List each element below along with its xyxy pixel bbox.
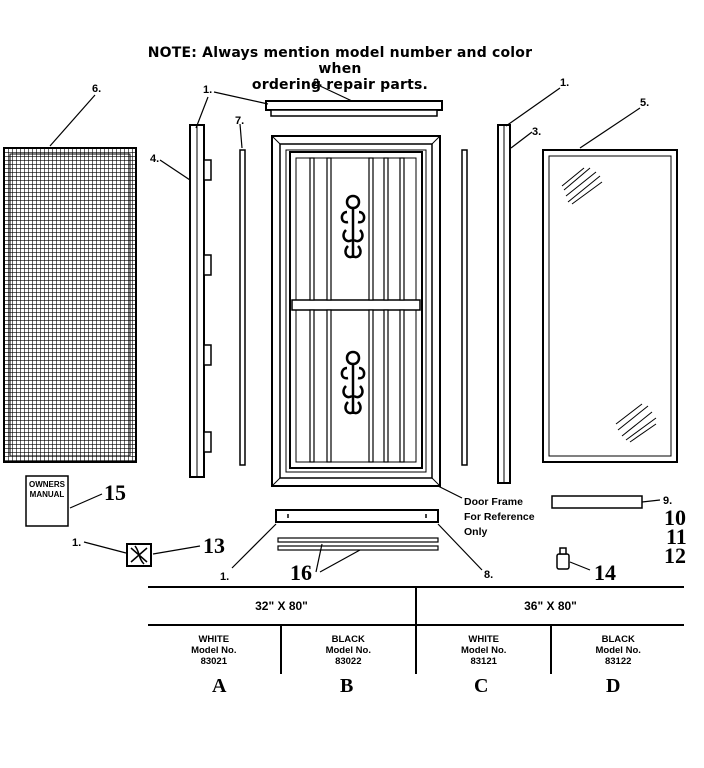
- door-sweep: [277, 537, 439, 551]
- leader-3: [510, 131, 533, 149]
- hinge-rail: [189, 124, 212, 478]
- callout-5: 5.: [640, 97, 649, 109]
- leader-1c: [231, 523, 277, 569]
- callout-1-top-left: 1.: [203, 84, 212, 96]
- model-c-label: Model No.: [461, 644, 507, 656]
- leader-15: [69, 493, 103, 509]
- screen-panel: [3, 147, 137, 463]
- latch-rail: [497, 124, 511, 484]
- owners-manual: [25, 475, 69, 527]
- callout-3: 3.: [532, 126, 541, 138]
- callout-13: 13: [203, 533, 225, 558]
- manual-line-1: OWNERS: [29, 480, 66, 489]
- leader-1a: [195, 96, 209, 129]
- model-b-label: Model No.: [325, 644, 371, 656]
- callout-1-top-right: 1.: [560, 77, 569, 89]
- callout-4: 4.: [150, 153, 159, 165]
- leader-8: [437, 523, 483, 571]
- note-text: NOTE: Always mention model number and co…: [130, 45, 550, 93]
- scroll-ornament-top: [340, 194, 366, 259]
- glass-panel: [542, 149, 678, 463]
- model-b-color: BLACK: [331, 633, 365, 645]
- scroll-ornament-bottom: [340, 350, 366, 415]
- weatherstrip-right: [461, 149, 468, 466]
- callout-12: 12: [664, 543, 686, 568]
- weatherstrip-left: [239, 149, 246, 466]
- leader-7: [239, 123, 243, 149]
- leader-5: [579, 107, 641, 149]
- leader-4: [159, 159, 191, 181]
- touch-up-bottle: [556, 547, 570, 570]
- callout-2: 2.: [313, 77, 322, 89]
- callout-6: 6.: [92, 83, 101, 95]
- note-line-1: NOTE: Always mention model number and co…: [147, 45, 533, 77]
- model-c-color: WHITE: [468, 633, 499, 645]
- door-frame: [271, 135, 441, 487]
- callout-11: 11: [666, 524, 687, 549]
- model-b: BLACK Model No. 83022: [279, 624, 417, 674]
- callout-1-hardware: 1.: [72, 537, 81, 549]
- note-line-2: ordering repair parts.: [251, 77, 429, 93]
- callout-7: 7.: [235, 115, 244, 127]
- leader-1b: [505, 87, 561, 127]
- callout-9: 9.: [663, 495, 672, 507]
- callout-1-bottom: 1.: [220, 571, 229, 583]
- callout-16: 16: [290, 560, 312, 585]
- model-d-number: 83122: [604, 655, 632, 667]
- model-a-color: WHITE: [198, 633, 230, 645]
- hardware-pack: [126, 543, 152, 567]
- callout-10: 10: [664, 505, 686, 530]
- bottom-expander: [275, 509, 439, 523]
- spring-part: [551, 495, 643, 509]
- column-letter-a: A: [212, 675, 227, 697]
- top-header: [265, 100, 443, 117]
- callout-8: 8.: [484, 569, 493, 581]
- size-row: 32" X 80" 36" X 80": [148, 586, 684, 626]
- model-d-label: Model No.: [595, 644, 641, 656]
- leader-14: [569, 561, 591, 571]
- model-d: BLACK Model No. 83122: [550, 624, 684, 674]
- size-36: 36" X 80": [414, 586, 684, 626]
- model-d-color: BLACK: [601, 633, 635, 645]
- leader-9: [641, 499, 661, 503]
- door-frame-label-3: Only: [464, 526, 487, 538]
- model-c: WHITE Model No. 83121: [414, 624, 553, 674]
- column-letter-b: B: [340, 675, 354, 697]
- model-table: 32" X 80" 36" X 80" WHITE Model No. 8302…: [148, 586, 684, 674]
- leader-1a-b: [213, 91, 269, 105]
- leader-16b: [319, 549, 361, 573]
- leader-2: [319, 85, 353, 102]
- leader-13: [152, 545, 201, 555]
- size-32: 32" X 80": [148, 586, 417, 626]
- model-a-label: Model No.: [191, 644, 237, 656]
- callout-14: 14: [594, 560, 616, 585]
- leader-door-frame: [437, 485, 463, 499]
- leader-16a: [315, 543, 323, 573]
- model-c-number: 83121: [470, 655, 497, 667]
- model-a: WHITE Model No. 83021: [148, 624, 282, 674]
- callout-15: 15: [104, 480, 126, 505]
- model-row: WHITE Model No. 83021 BLACK Model No. 83…: [148, 624, 684, 674]
- leader-6: [49, 94, 96, 147]
- manual-line-2: MANUAL: [30, 490, 65, 499]
- door-frame-label-1: Door Frame: [464, 496, 523, 508]
- column-letter-d: D: [606, 675, 621, 697]
- leader-1d: [83, 541, 127, 554]
- door-frame-label-2: For Reference: [464, 511, 535, 523]
- column-letter-c: C: [474, 675, 489, 697]
- model-a-number: 83021: [200, 655, 227, 667]
- model-b-number: 83022: [335, 655, 362, 667]
